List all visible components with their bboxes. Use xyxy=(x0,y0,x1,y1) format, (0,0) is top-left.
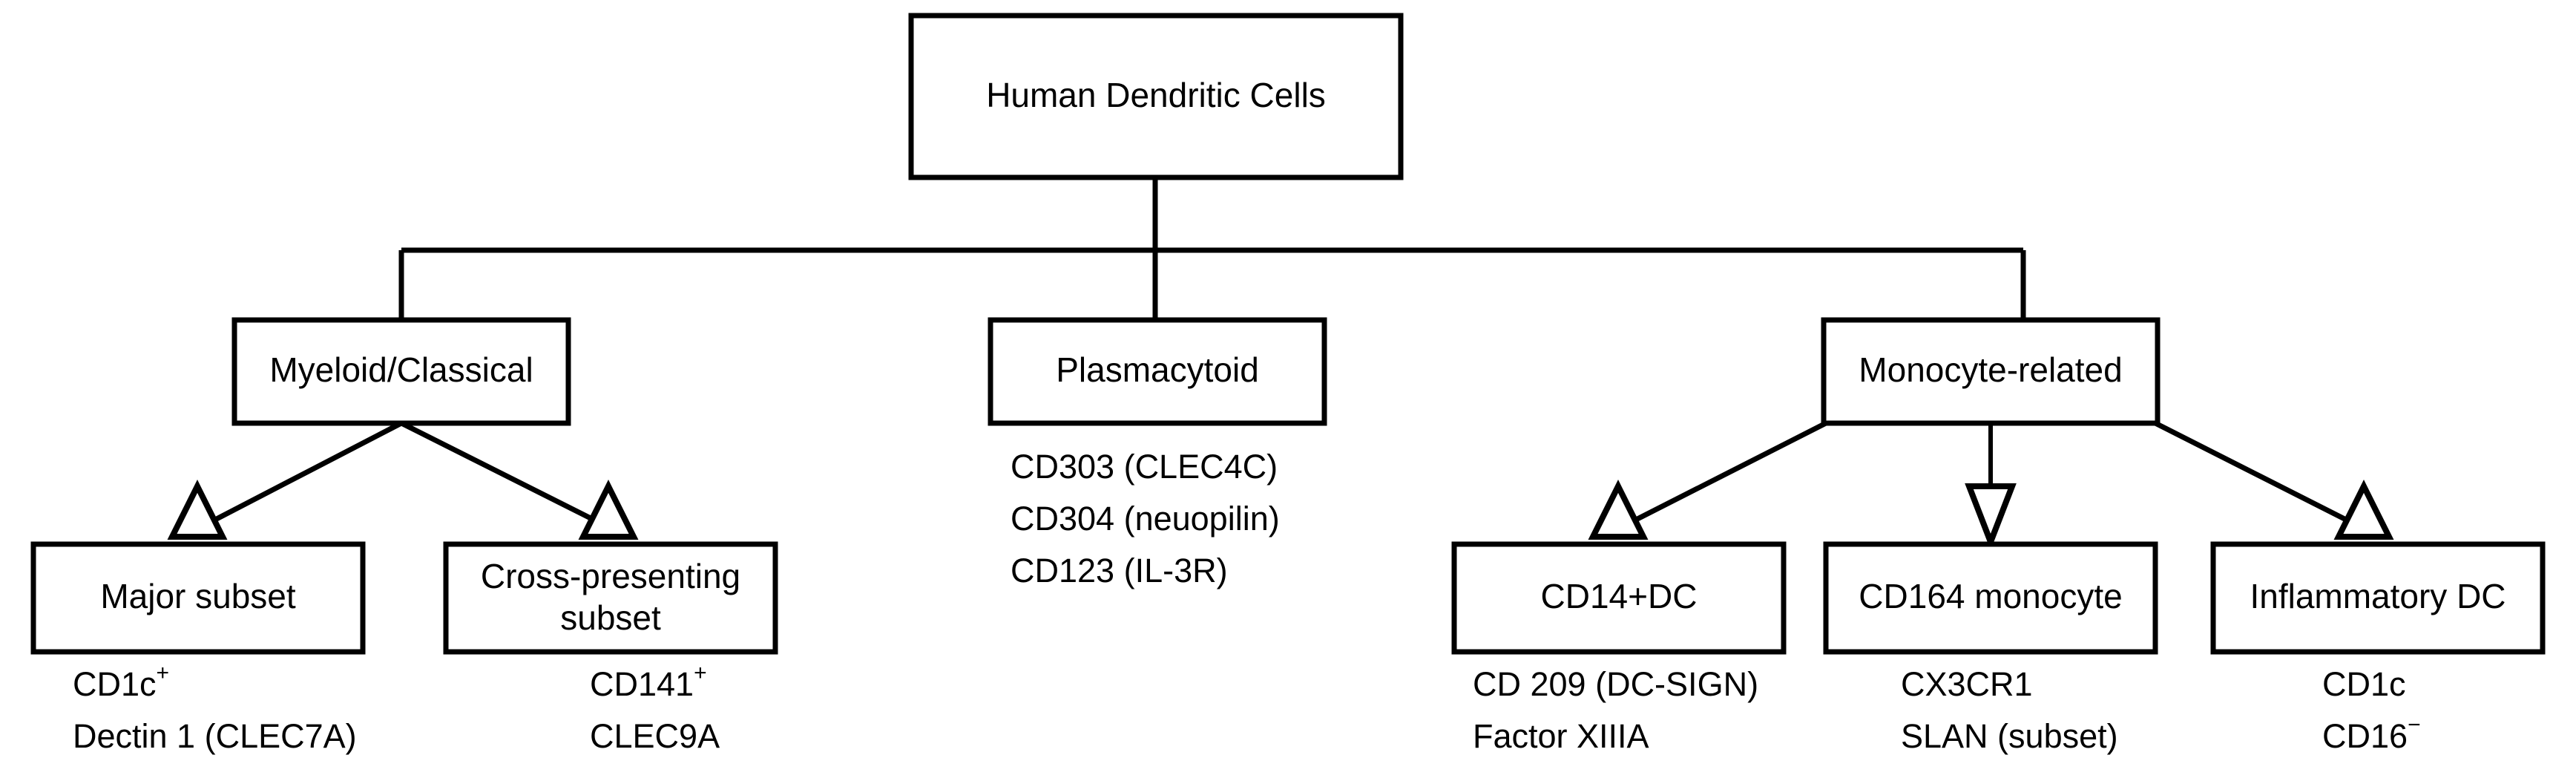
cross-presenting-arrowhead-icon xyxy=(578,480,639,540)
cross-presenting-marker-1: CLEC9A xyxy=(590,717,720,755)
inflammatory-dc-marker-0: CD1c xyxy=(2322,665,2406,703)
inflammatory-dc-label: Inflammatory DC xyxy=(2250,577,2506,615)
cd164-monocyte-box xyxy=(1823,541,2158,655)
plasmacytoid-marker-list: CD303 (CLEC4C) CD304 (neuopilin) CD123 (… xyxy=(1011,448,1280,589)
node-myeloid-classical[interactable]: Myeloid/Classical xyxy=(231,317,571,426)
inflammatory-dc-marker-1-text: CD16 xyxy=(2322,717,2408,755)
cd164-monocyte-marker-1: SLAN (subset) xyxy=(1901,717,2118,755)
monocyte-related-box xyxy=(1821,317,2161,426)
node-cd164-monocyte[interactable]: CD164 monocyte xyxy=(1823,541,2158,655)
cross-presenting-label-line1: Cross-presenting xyxy=(481,557,740,595)
root-box xyxy=(908,13,1404,180)
major-subset-marker-0-text: CD1c xyxy=(73,665,157,703)
major-subset-marker-0-sup: + xyxy=(157,661,170,685)
major-subset-label: Major subset xyxy=(100,577,296,615)
node-monocyte-related[interactable]: Monocyte-related xyxy=(1821,317,2161,426)
cd164-monocyte-label: CD164 monocyte xyxy=(1859,577,2122,615)
cd14-dc-marker-list: CD 209 (DC-SIGN) Factor XIIIA xyxy=(1473,665,1758,755)
cross-presenting-marker-0-sup: + xyxy=(694,661,707,685)
node-cross-presenting-subset[interactable]: Cross-presenting subset xyxy=(443,541,778,655)
myeloid-to-major-subset-line xyxy=(214,420,403,523)
cd164-arrowhead-down-icon xyxy=(1965,483,2017,551)
major-subset-marker-0: CD1c+ xyxy=(73,661,169,702)
inflammatory-dc-box xyxy=(2210,541,2546,655)
inflammatory-dc-marker-list: CD1c CD16− xyxy=(2322,665,2421,755)
node-major-subset[interactable]: Major subset xyxy=(30,541,366,655)
major-subset-marker-list: CD1c+ Dectin 1 (CLEC7A) xyxy=(73,661,357,754)
connectors-myeloid-to-children xyxy=(167,420,639,540)
major-subset-box xyxy=(30,541,366,655)
major-subset-arrowhead-icon xyxy=(167,480,228,540)
node-inflammatory-dc[interactable]: Inflammatory DC xyxy=(2210,541,2546,655)
connectors-monocyte-to-children xyxy=(1588,420,2394,551)
cross-presenting-box xyxy=(443,541,778,655)
monocyte-to-inflammatory-line xyxy=(2154,420,2347,523)
monocyte-related-label: Monocyte-related xyxy=(1859,350,2122,389)
myeloid-to-cross-presenting-line xyxy=(400,420,595,523)
cross-presenting-label-line2: subset xyxy=(560,598,661,637)
myeloid-label: Myeloid/Classical xyxy=(269,350,533,389)
cd14-dc-marker-1: Factor XIIIA xyxy=(1473,717,1649,755)
cd14dc-arrowhead-icon xyxy=(1588,480,1649,540)
cd14-dc-box xyxy=(1451,541,1787,655)
plasmacytoid-marker-0: CD303 (CLEC4C) xyxy=(1011,448,1278,486)
node-cd14-dc[interactable]: CD14+DC xyxy=(1451,541,1787,655)
cross-presenting-marker-0-text: CD141 xyxy=(590,665,694,703)
cd14-dc-label: CD14+DC xyxy=(1541,577,1698,615)
node-human-dendritic-cells[interactable]: Human Dendritic Cells xyxy=(908,13,1404,180)
node-plasmacytoid[interactable]: Plasmacytoid xyxy=(988,317,1327,426)
cd14-dc-marker-0: CD 209 (DC-SIGN) xyxy=(1473,665,1758,703)
plasmacytoid-box xyxy=(988,317,1327,426)
cd164-monocyte-marker-list: CX3CR1 SLAN (subset) xyxy=(1901,665,2118,755)
major-subset-marker-1: Dectin 1 (CLEC7A) xyxy=(73,717,357,755)
cross-presenting-marker-list: CD141+ CLEC9A xyxy=(590,661,720,754)
plasmacytoid-label: Plasmacytoid xyxy=(1056,350,1259,389)
cd164-monocyte-marker-0: CX3CR1 xyxy=(1901,665,2033,703)
inflammatory-dc-marker-1: CD16− xyxy=(2322,713,2421,754)
monocyte-to-cd14dc-line xyxy=(1634,420,1827,523)
plasmacytoid-marker-1: CD304 (neuopilin) xyxy=(1011,500,1280,537)
inflammatory-arrowhead-icon xyxy=(2333,480,2394,540)
inflammatory-dc-marker-1-sup: − xyxy=(2408,713,2421,737)
connectors-root-to-level2 xyxy=(398,178,2026,318)
cross-presenting-marker-0: CD141+ xyxy=(590,661,707,702)
root-label: Human Dendritic Cells xyxy=(986,76,1326,114)
plasmacytoid-marker-2: CD123 (IL-3R) xyxy=(1011,552,1228,589)
